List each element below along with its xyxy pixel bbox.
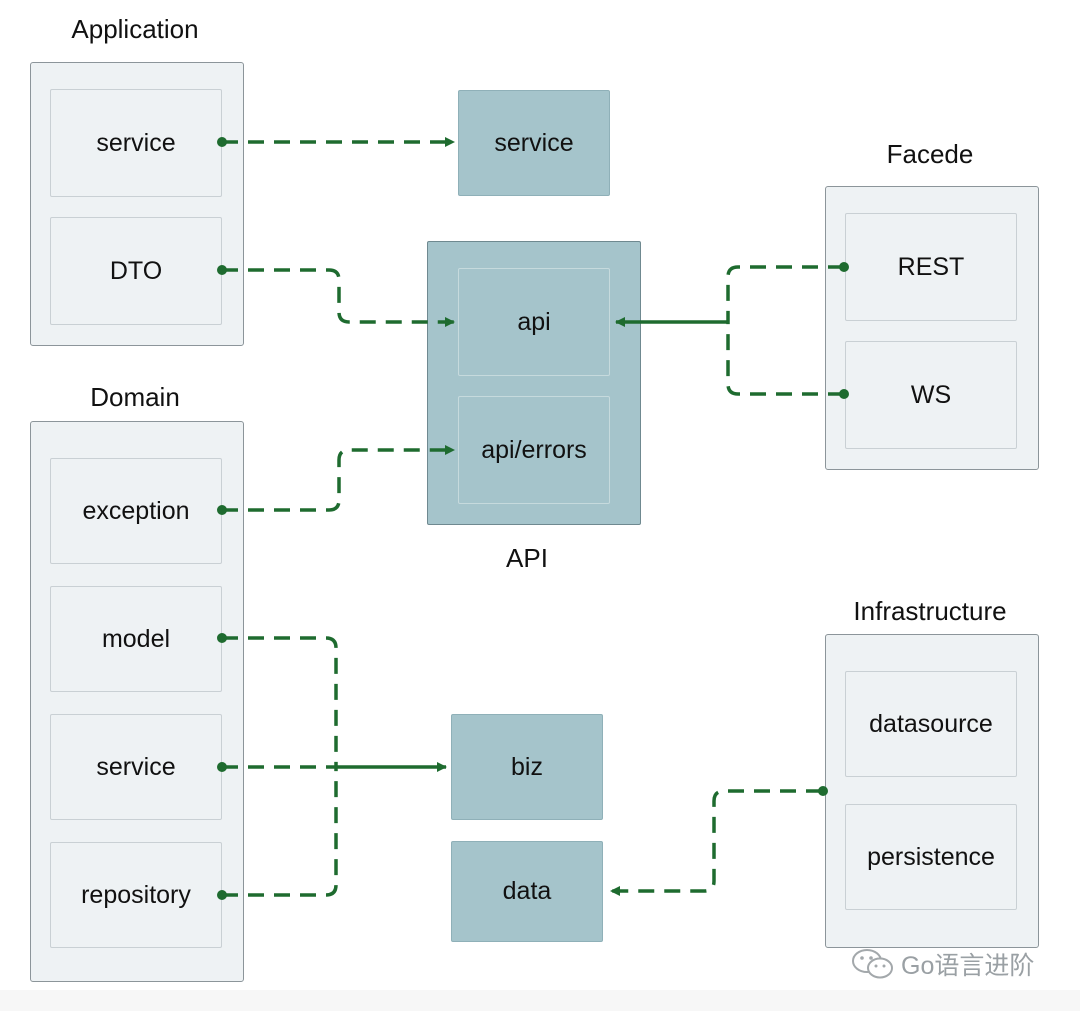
- facade-title: Facede: [886, 139, 974, 169]
- domain-group: exception model service repository: [30, 421, 244, 982]
- domain-title: Domain: [90, 382, 180, 412]
- footer-band: [0, 990, 1080, 1011]
- infrastructure-title: Infrastructure: [853, 596, 1007, 626]
- domain-service-module: service: [50, 714, 222, 820]
- port-domain-exception: [217, 505, 227, 515]
- infrastructure-persistence-module: persistence: [845, 804, 1017, 910]
- port-app-dto: [217, 265, 227, 275]
- api-module: api: [458, 268, 610, 376]
- domain-model-module: model: [50, 586, 222, 692]
- port-domain-repository: [217, 890, 227, 900]
- service-package: service: [458, 90, 610, 196]
- infrastructure-group: datasource persistence: [825, 634, 1039, 948]
- api-errors-module: api/errors: [458, 396, 610, 504]
- port-infrastructure: [818, 786, 828, 796]
- wechat-icon: [852, 949, 893, 979]
- infrastructure-datasource-module: datasource: [845, 671, 1017, 777]
- port-facade-rest: [839, 262, 849, 272]
- edge-model-to-biz: [222, 636, 338, 767]
- domain-exception-module: exception: [50, 458, 222, 564]
- data-package: data: [451, 841, 603, 942]
- application-title: Application: [71, 14, 199, 44]
- api-title: API: [506, 543, 548, 573]
- port-domain-model: [217, 633, 227, 643]
- api-package: api api/errors: [427, 241, 641, 525]
- application-dto-module: DTO: [50, 217, 222, 325]
- edge-infra-to-data: [610, 789, 822, 896]
- domain-repository-module: repository: [50, 842, 222, 948]
- edge-ws-to-api: [726, 322, 844, 396]
- facade-rest-module: REST: [845, 213, 1017, 321]
- edge-dto-to-api: [222, 268, 455, 327]
- port-app-service: [217, 137, 227, 147]
- edge-rest-to-api: [726, 265, 844, 322]
- biz-package: biz: [451, 714, 603, 820]
- watermark-text: Go语言进阶: [901, 952, 1035, 980]
- watermark: Go语言进阶: [851, 944, 1034, 984]
- edge-repository-to-biz: [222, 767, 338, 897]
- edge-exception-to-api-errors: [222, 445, 455, 512]
- port-facade-ws: [839, 389, 849, 399]
- port-domain-service: [217, 762, 227, 772]
